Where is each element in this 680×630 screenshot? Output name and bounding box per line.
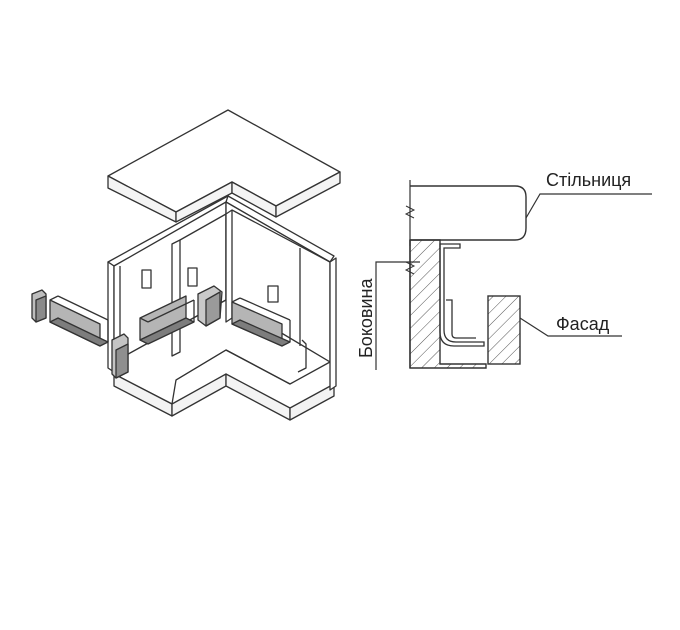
facade-label: Фасад (556, 314, 610, 334)
facade-leader (519, 317, 622, 337)
countertop-leader (525, 193, 652, 219)
countertop-label: Стільниця (546, 170, 631, 190)
leader-lines (375, 193, 652, 370)
wall-brackets (141, 267, 307, 373)
cabinet-carcass (107, 195, 337, 421)
side-panel-section (404, 239, 487, 369)
end-cap (31, 289, 47, 323)
countertop-slab (107, 109, 341, 223)
handle-profile-3 (231, 297, 291, 347)
gola-profile (439, 243, 485, 347)
countertop-section (404, 180, 527, 246)
side-panel-leader (375, 261, 420, 370)
vertical-bracket (111, 333, 129, 379)
isometric-cabinet (31, 109, 341, 421)
side-panel-label: Боковина (356, 278, 376, 358)
handle-profile-1 (49, 295, 109, 347)
handle-profile-2 (139, 295, 195, 345)
section-view (404, 180, 527, 369)
corner-connector (197, 285, 223, 327)
facade-section (487, 295, 521, 365)
